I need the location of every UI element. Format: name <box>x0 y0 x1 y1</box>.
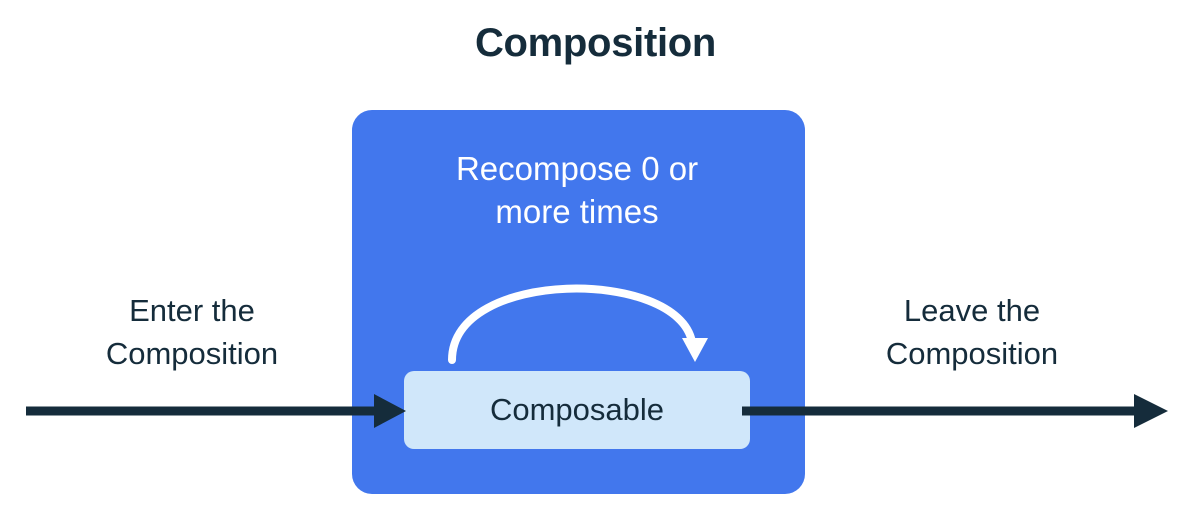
leave-caption: Leave the Composition <box>812 289 1132 375</box>
recompose-label: Recompose 0 or more times <box>402 147 752 233</box>
leave-arrow-right-icon <box>742 394 1168 428</box>
enter-arrow-right-icon <box>26 394 406 428</box>
enter-caption-line1: Enter the <box>129 293 255 328</box>
page-title: Composition <box>474 21 717 65</box>
recompose-label-line2: more times <box>495 193 659 230</box>
composable-node: Composable <box>404 371 750 449</box>
leave-caption-line1: Leave the <box>903 293 1041 328</box>
loop-arrow-icon <box>448 284 708 364</box>
enter-caption: Enter the Composition <box>32 289 352 375</box>
leave-caption-line2: Composition <box>885 336 1059 371</box>
composable-node-label: Composable <box>489 392 665 427</box>
enter-caption-line2: Composition <box>105 336 279 371</box>
recompose-label-line1: Recompose 0 or <box>455 150 699 187</box>
